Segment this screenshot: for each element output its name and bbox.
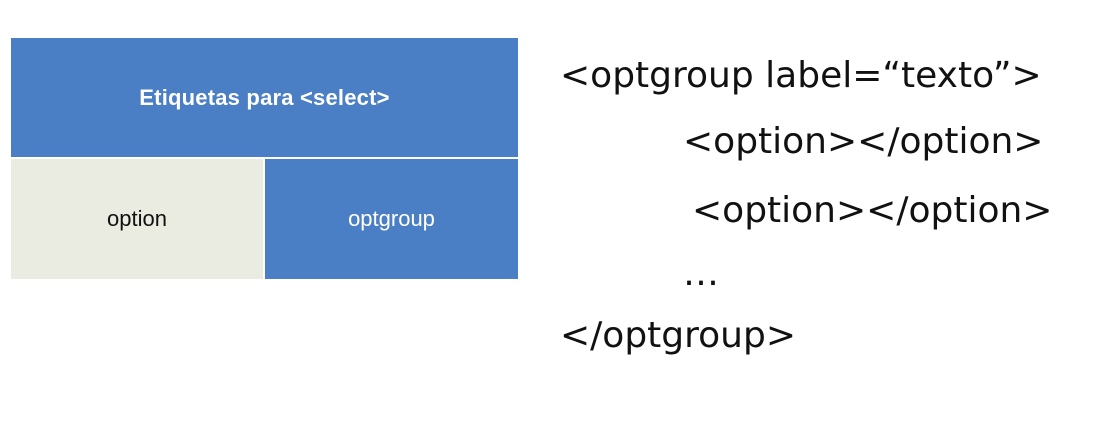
code-line-optgroup-close: </optgroup> xyxy=(560,315,797,356)
table-header: Etiquetas para <select> xyxy=(11,38,518,157)
code-line-optgroup-open: <optgroup label=“texto”> xyxy=(560,55,1042,96)
table-divider xyxy=(11,157,518,159)
table-cell-option: option xyxy=(11,159,263,279)
code-line-option-1: <option></option> xyxy=(683,121,1044,162)
table-cell-optgroup: optgroup xyxy=(265,159,518,279)
select-tags-table: Etiquetas para <select> option optgroup xyxy=(11,38,518,279)
code-line-option-2: <option></option> xyxy=(692,190,1053,231)
code-line-ellipsis: … xyxy=(683,253,719,294)
